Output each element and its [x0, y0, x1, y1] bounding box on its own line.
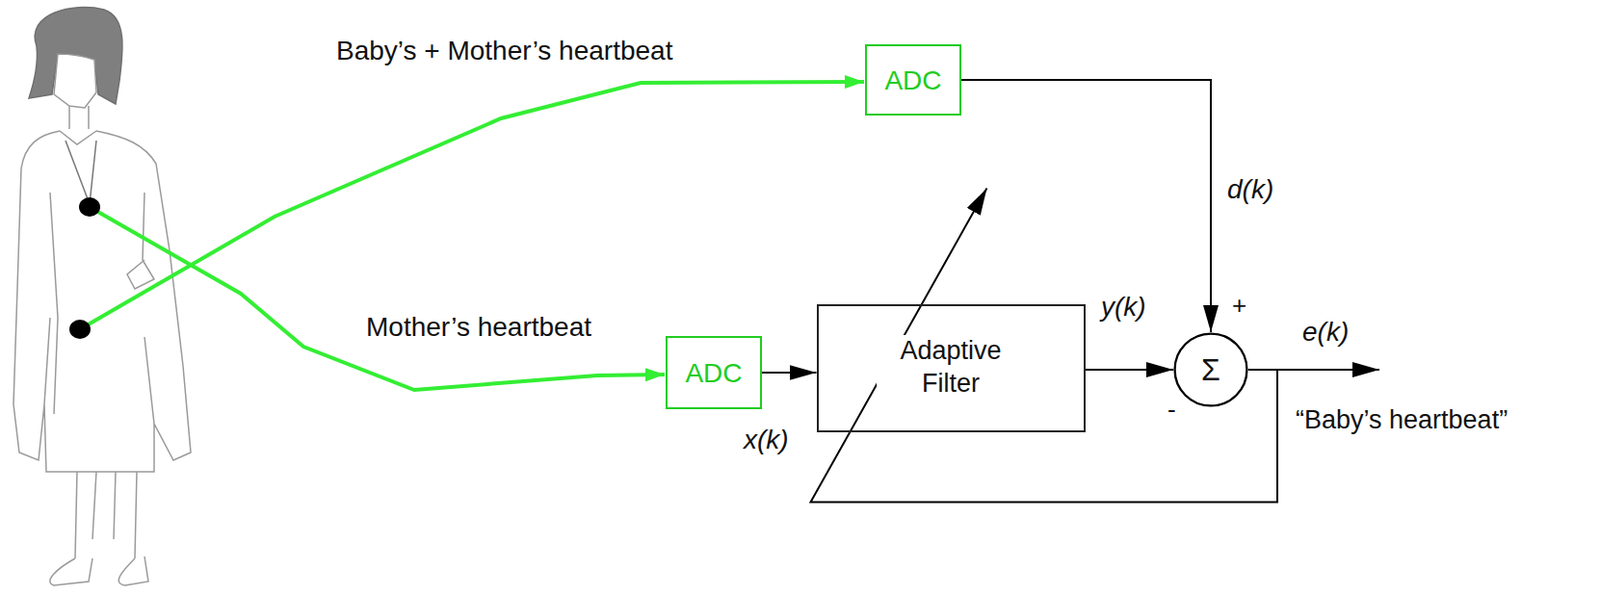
- electrode-dot: [69, 319, 91, 340]
- signal-connector: [1085, 368, 1175, 371]
- coat: [13, 131, 191, 473]
- box-label: ADC: [682, 356, 744, 391]
- signal-connector: [811, 188, 1279, 503]
- signal-connector: [961, 79, 1211, 333]
- electrode-dot: [78, 197, 101, 217]
- neck: [59, 105, 97, 145]
- adc-box: ADC: [865, 44, 962, 116]
- signal-label: +: [1232, 290, 1247, 321]
- shoes: [50, 556, 149, 586]
- summing-junction: Σ: [1173, 332, 1249, 408]
- sensor-wire: [89, 207, 665, 391]
- box-label: Adaptive Filter: [876, 335, 1025, 401]
- necklace: [65, 140, 97, 205]
- sum-symbol: Σ: [1199, 350, 1223, 390]
- adc-box: ADC: [665, 336, 762, 410]
- woman-figure: [13, 7, 191, 586]
- filter-box: Adaptive Filter: [816, 304, 1086, 433]
- signal-label: e(k): [1302, 315, 1349, 349]
- signal-label: -: [1167, 394, 1177, 425]
- signal-name: x(k): [743, 423, 789, 457]
- circle-outline: [1175, 334, 1248, 407]
- face: [53, 53, 97, 108]
- signal-label: Mother’s heartbeat: [366, 311, 592, 344]
- box-label: ADC: [882, 63, 944, 98]
- legs: [75, 472, 137, 559]
- signal-name: d(k): [1227, 173, 1274, 207]
- arms: [50, 192, 155, 415]
- signal-label: “Baby’s heartbeat”: [1295, 404, 1508, 436]
- signal-name: y(k): [1101, 290, 1147, 324]
- signal-connector: [761, 371, 817, 374]
- sensor-wire: [79, 81, 865, 330]
- signal-label: Baby’s + Mother’s heartbeat: [336, 34, 673, 68]
